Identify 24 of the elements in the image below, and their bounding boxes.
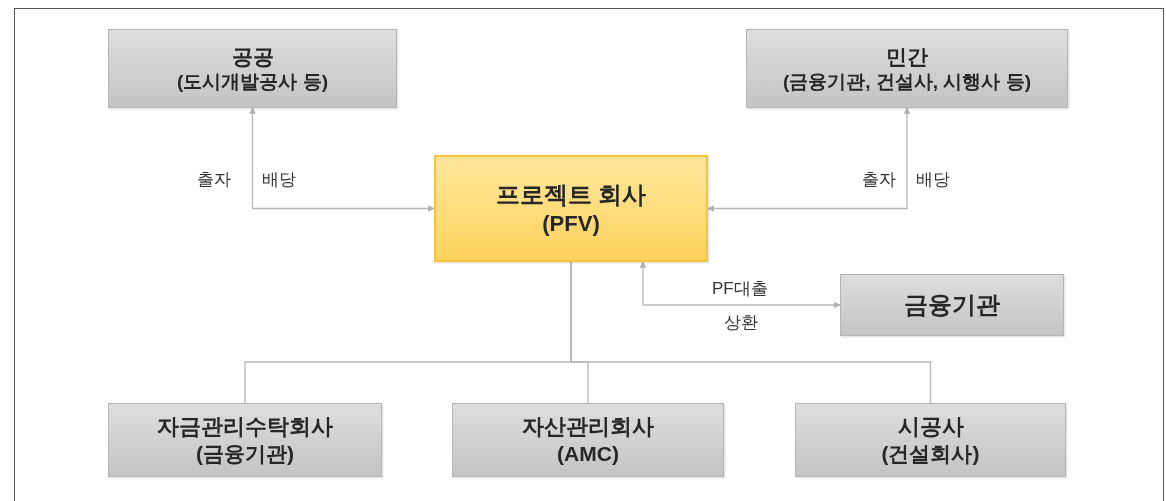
arrow (639, 261, 841, 309)
entity-box (795, 403, 1066, 477)
arrow (249, 107, 435, 212)
entity-box (108, 29, 397, 108)
entity-detail: (AMC) (557, 440, 619, 467)
entity-name: 공공 (231, 43, 274, 70)
connector-line (570, 261, 932, 404)
entity-detail: (도시개발공사 등) (177, 69, 328, 94)
entity-detail: (건설회사) (881, 440, 980, 467)
main-entity-box (434, 155, 708, 262)
entity-name: 민간 (886, 43, 928, 70)
arrow (707, 107, 911, 212)
entity-detail: (금융기관, 건설사, 시행사 등) (782, 69, 1032, 94)
entity-box (452, 403, 724, 477)
entity-box (108, 403, 382, 477)
entity-box (746, 29, 1068, 108)
entity-box (840, 274, 1064, 336)
entity-detail: (금융기관) (196, 440, 294, 467)
entity-name: 금융기관 (904, 290, 1000, 320)
entity-name: 시공사 (897, 413, 964, 441)
entity-name: 자산관리회사 (522, 413, 654, 441)
entity-name: 프로젝트 회사 (495, 179, 647, 210)
entity-name: 자금관리수탁회사 (157, 413, 333, 441)
entity-detail: (PFV) (542, 209, 600, 238)
